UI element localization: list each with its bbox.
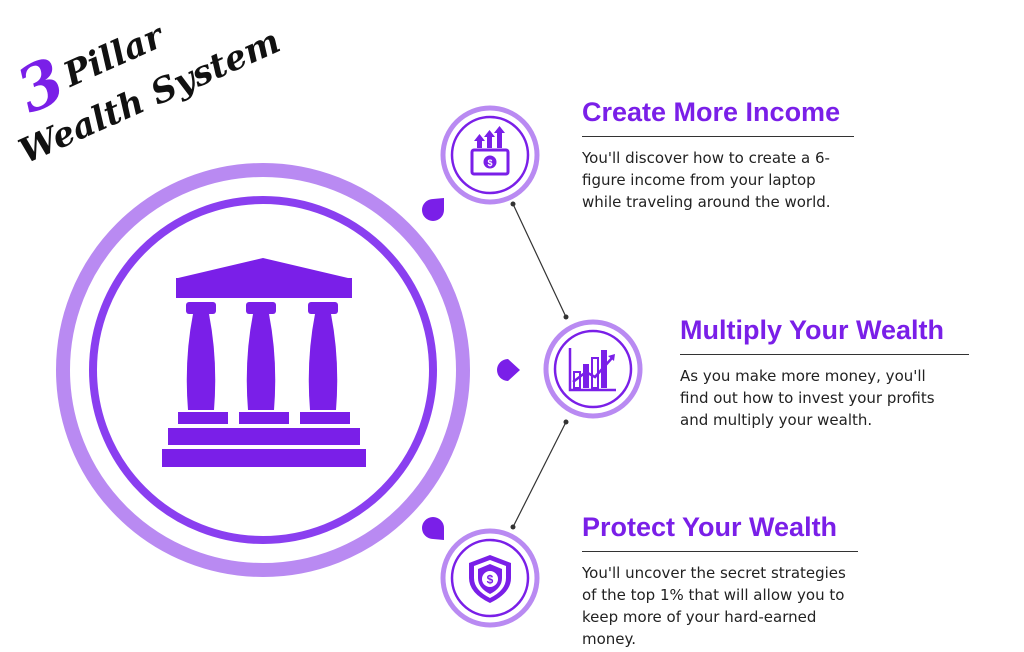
pillar-protect: Protect Your Wealth You'll uncover the s… <box>582 512 858 650</box>
petal-marker-3 <box>422 517 444 540</box>
svg-text:$: $ <box>487 158 492 168</box>
icon-circle-2 <box>543 319 643 419</box>
pillar-multiply-heading: Multiply Your Wealth <box>680 315 945 345</box>
svg-text:$: $ <box>487 573 494 587</box>
icon-circle-3: $ <box>440 528 540 628</box>
money-growth-icon: $ <box>470 126 510 176</box>
pillar-income-heading: Create More Income <box>582 97 841 127</box>
connector-1 <box>510 201 569 320</box>
icon-circle-1: $ <box>440 105 540 205</box>
outer-ring <box>56 163 470 577</box>
pillar-protect-body: You'll uncover the secret strategies of … <box>582 564 846 649</box>
pillar-income-divider <box>582 135 854 138</box>
pillar-multiply: Multiply Your Wealth As you make more mo… <box>680 315 969 431</box>
inner-ring <box>89 196 437 544</box>
pillar-income-body: You'll discover how to create a 6-figure… <box>582 149 831 212</box>
connector-2 <box>510 419 569 530</box>
petal-marker-2 <box>497 359 520 381</box>
petal-marker-1 <box>422 198 444 221</box>
pillar-protect-divider <box>582 550 858 553</box>
bar-chart-growth-icon <box>568 348 616 392</box>
bank-pillars-icon <box>162 258 366 467</box>
pillar-multiply-divider <box>680 353 969 356</box>
pillar-protect-heading: Protect Your Wealth <box>582 512 838 542</box>
pillar-multiply-body: As you make more money, you'll find out … <box>680 367 935 430</box>
pillar-income: Create More Income You'll discover how t… <box>582 97 854 213</box>
shield-dollar-icon: $ <box>469 555 511 603</box>
